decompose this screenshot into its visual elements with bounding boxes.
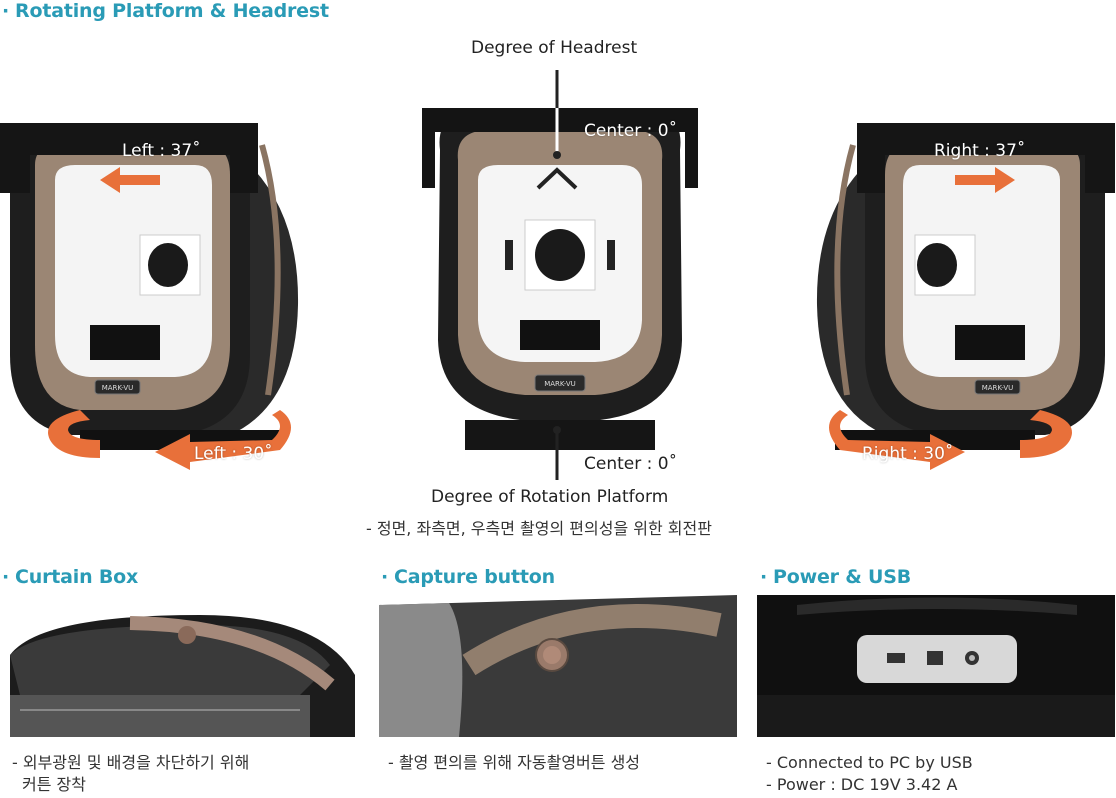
- power-usb-image: [757, 595, 1115, 737]
- platform-description: - 정면, 좌측면, 우측면 촬영의 편의성을 위한 회전판: [366, 519, 712, 538]
- label-right-30: Right : 30˚: [862, 444, 954, 464]
- label-right-37: Right : 37˚: [934, 141, 1026, 161]
- label-degree-headrest: Degree of Headrest: [471, 38, 638, 58]
- section-title-capture: ·Capture button: [381, 566, 555, 588]
- usb-port: [887, 653, 905, 663]
- curtain-desc-line1: - 외부광원 및 배경을 차단하기 위해: [12, 753, 250, 772]
- label-left-37: Left : 37˚: [122, 141, 201, 161]
- device-center-image: MARK-VU: [422, 70, 698, 480]
- svg-text:MARK-VU: MARK-VU: [102, 384, 134, 392]
- power-desc-line2: - Power : DC 19V 3.42 A: [766, 775, 958, 794]
- label-center-top: Center : 0˚: [584, 121, 678, 141]
- capture-button-image: [379, 595, 737, 737]
- label-center-bottom: Center : 0˚: [584, 454, 678, 474]
- label-degree-platform: Degree of Rotation Platform: [431, 487, 669, 507]
- section-title-power: ·Power & USB: [760, 566, 912, 588]
- capture-desc-line1: - 촬영 편의를 위해 자동촬영버튼 생성: [388, 753, 641, 772]
- rotation-arrow-right: [829, 410, 1072, 470]
- svg-text:MARK-VU: MARK-VU: [544, 380, 576, 388]
- curtain-desc-line2: 커튼 장착: [22, 775, 86, 794]
- device-left-image: MARK-VU: [0, 123, 299, 450]
- section-title-rotating: ·Rotating Platform & Headrest: [2, 0, 329, 22]
- curtain-box-image: [0, 595, 358, 737]
- section-title-curtain: ·Curtain Box: [2, 566, 139, 588]
- rotation-arrow-left: [48, 410, 291, 470]
- power-desc-line1: - Connected to PC by USB: [766, 753, 973, 772]
- svg-text:MARK-VU: MARK-VU: [982, 384, 1014, 392]
- label-left-30: Left : 30˚: [194, 444, 273, 464]
